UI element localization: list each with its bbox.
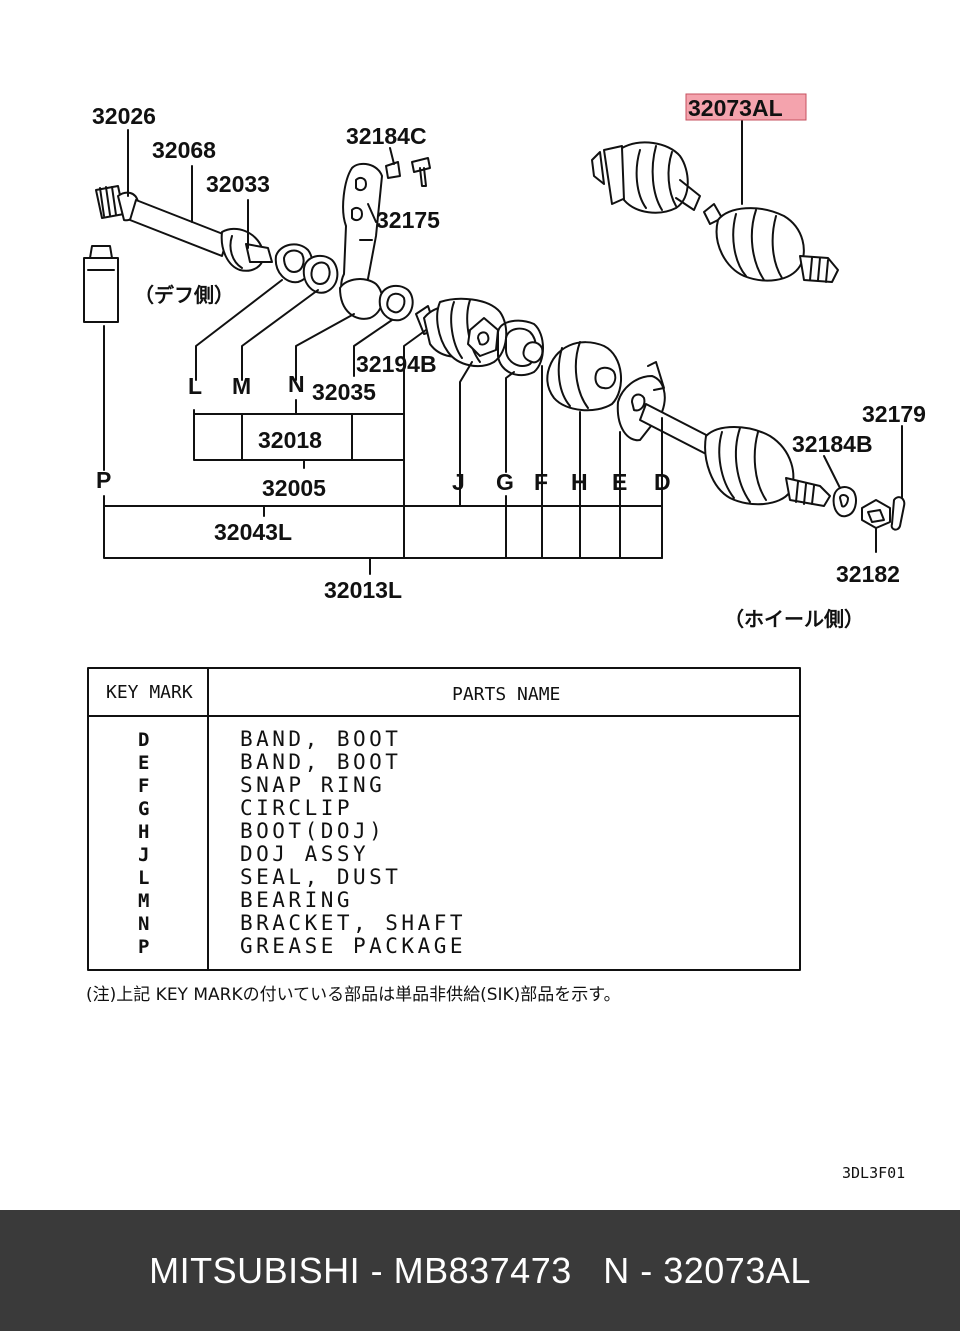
label-32184B: 32184B bbox=[792, 431, 873, 457]
footer-bar: MITSUBISHI - MB837473 N - 32073AL bbox=[0, 1210, 960, 1331]
table-row-part-name: BOOT(DOJ) bbox=[240, 819, 385, 843]
key-letter-P: P bbox=[96, 467, 111, 493]
table-row-part-name: SEAL, DUST bbox=[240, 865, 401, 889]
table-row-key: H bbox=[138, 821, 149, 843]
label-32026: 32026 bbox=[92, 103, 156, 129]
label-32018: 32018 bbox=[258, 427, 322, 453]
parts-diagram: 32026 32068 32033 32184C 32175 32073AL 3… bbox=[83, 93, 926, 1182]
table-row-key: N bbox=[138, 913, 149, 935]
label-32033: 32033 bbox=[206, 171, 270, 197]
label-32005: 32005 bbox=[262, 475, 326, 501]
label-wheel-side: （ホイール側） bbox=[724, 607, 864, 631]
label-diff-side: （デフ側） bbox=[134, 283, 234, 307]
diagram-code: 3DL3F01 bbox=[842, 1164, 905, 1182]
key-letter-N: N bbox=[288, 371, 305, 397]
table-header-key-mark: KEY MARK bbox=[106, 682, 193, 703]
key-letter-L: L bbox=[188, 373, 202, 399]
shaft-bracket-drawing bbox=[339, 157, 431, 322]
table-row-key: F bbox=[138, 775, 149, 797]
table-row-key: P bbox=[138, 936, 149, 958]
table-row-part-name: BAND, BOOT bbox=[240, 727, 401, 751]
table-row-part-name: SNAP RING bbox=[240, 773, 385, 797]
table-row-key: M bbox=[138, 890, 149, 912]
table-row-part-name: GREASE PACKAGE bbox=[240, 934, 466, 958]
table-row-part-name: CIRCLIP bbox=[240, 796, 353, 820]
highlight-part-box bbox=[685, 93, 807, 121]
label-32073AL: 32073AL bbox=[688, 95, 783, 121]
label-32179: 32179 bbox=[862, 401, 926, 427]
table-row-key: J bbox=[138, 844, 149, 866]
key-mark-leader-lines bbox=[103, 279, 663, 575]
key-letter-J: J bbox=[452, 469, 465, 495]
footer-part-info: MITSUBISHI - MB837473 N - 32073AL bbox=[149, 1249, 811, 1291]
inner-shaft-drawing bbox=[95, 185, 339, 294]
label-32035: 32035 bbox=[312, 379, 376, 405]
table-row-part-name: BRACKET, SHAFT bbox=[240, 911, 466, 935]
label-32175: 32175 bbox=[376, 207, 440, 233]
key-letter-G: G bbox=[496, 469, 514, 495]
label-32043L: 32043L bbox=[214, 519, 292, 545]
label-32068: 32068 bbox=[152, 137, 216, 163]
label-32184C: 32184C bbox=[346, 123, 427, 149]
label-32194B: 32194B bbox=[356, 351, 437, 377]
key-letter-D: D bbox=[654, 469, 671, 495]
key-letter-F: F bbox=[534, 469, 548, 495]
table-row-key: E bbox=[138, 752, 149, 774]
label-32182: 32182 bbox=[836, 561, 900, 587]
table-row-part-name: BEARING bbox=[240, 888, 353, 912]
table-header-parts-name: PARTS NAME bbox=[452, 684, 560, 705]
parts-table-rows: D BAND, BOOT E BAND, BOOT F SNAP RING G CIRCLIP… bbox=[138, 727, 466, 958]
table-row-key: G bbox=[138, 798, 149, 820]
key-letter-H: H bbox=[571, 469, 588, 495]
table-row-key: L bbox=[138, 867, 149, 889]
table-row-part-name: DOJ ASSY bbox=[240, 842, 369, 866]
axle-assembly-drawing bbox=[591, 141, 839, 283]
table-footnote: (注)上記 KEY MARKの付いている部品は単品非供給(SIK)部品を示す。 bbox=[86, 985, 621, 1005]
table-row-key: D bbox=[138, 729, 149, 751]
parts-table-frame bbox=[87, 667, 801, 971]
key-letter-M: M bbox=[232, 373, 251, 399]
doj-parts-drawing bbox=[415, 297, 666, 442]
grease-package-drawing bbox=[83, 245, 119, 323]
table-row-part-name: BAND, BOOT bbox=[240, 750, 401, 774]
label-32013L: 32013L bbox=[324, 577, 402, 603]
outer-shaft-drawing bbox=[639, 403, 906, 531]
key-letter-E: E bbox=[612, 469, 627, 495]
